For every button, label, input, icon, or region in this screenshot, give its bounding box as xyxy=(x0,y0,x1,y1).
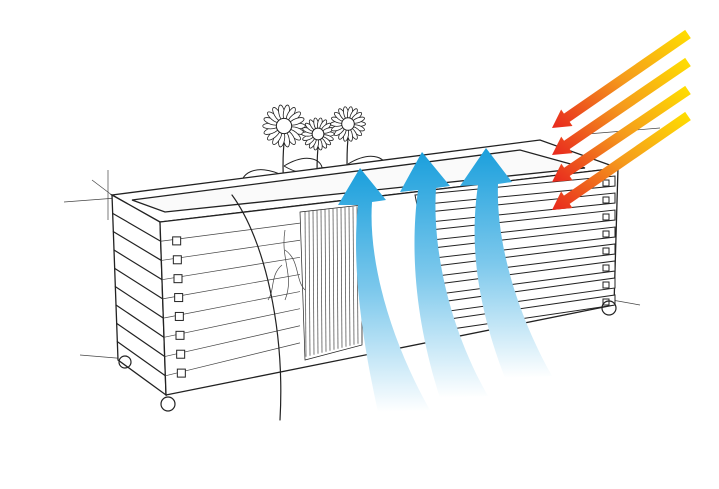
slat-line xyxy=(116,341,166,377)
bolt-icon xyxy=(602,247,610,255)
wheel-icon xyxy=(601,300,617,316)
slat-line xyxy=(114,286,164,319)
slat xyxy=(414,175,616,206)
plant-roots xyxy=(267,229,306,301)
bolt-icon xyxy=(602,281,610,289)
slat-line xyxy=(160,222,301,242)
slat-line xyxy=(112,212,162,242)
bolt-icon xyxy=(174,311,184,321)
heat-arrow xyxy=(552,85,691,182)
slat-line xyxy=(161,256,301,281)
airflow-arrow xyxy=(460,148,552,378)
bolt-icon xyxy=(176,349,186,359)
slat-line xyxy=(165,342,301,377)
bolt-icon xyxy=(602,196,610,204)
slat-line xyxy=(116,322,166,358)
heat-arrow xyxy=(552,111,691,210)
heat-arrow xyxy=(552,57,691,155)
bolt-icon xyxy=(172,255,182,265)
slat-line xyxy=(113,249,163,281)
slat-line xyxy=(161,239,301,261)
airflow-arrows xyxy=(338,148,552,412)
sunflowers xyxy=(241,104,387,245)
airflow-arrow xyxy=(400,152,488,398)
airflow-arrow xyxy=(338,168,430,412)
bolt-icon xyxy=(174,293,184,303)
wheel-icon xyxy=(160,396,176,412)
bolt-icon xyxy=(602,213,610,221)
bolt-icon xyxy=(602,230,610,238)
slat-line xyxy=(162,274,301,300)
slat-line xyxy=(114,267,164,300)
heat-arrows xyxy=(552,29,691,210)
bolt-icon xyxy=(175,330,185,340)
corrugated-panel xyxy=(299,204,363,361)
bolt-icon xyxy=(172,236,182,246)
slat-line xyxy=(115,304,165,338)
wheel-icon xyxy=(118,355,132,369)
slat-line xyxy=(163,291,301,319)
slat-line xyxy=(112,231,162,262)
slat-line xyxy=(163,308,301,338)
bolt-icon xyxy=(173,274,183,284)
bolt-icon xyxy=(602,264,610,272)
bolt-icon xyxy=(602,179,610,187)
bolt-icon xyxy=(176,368,186,378)
heat-arrow xyxy=(552,29,691,128)
